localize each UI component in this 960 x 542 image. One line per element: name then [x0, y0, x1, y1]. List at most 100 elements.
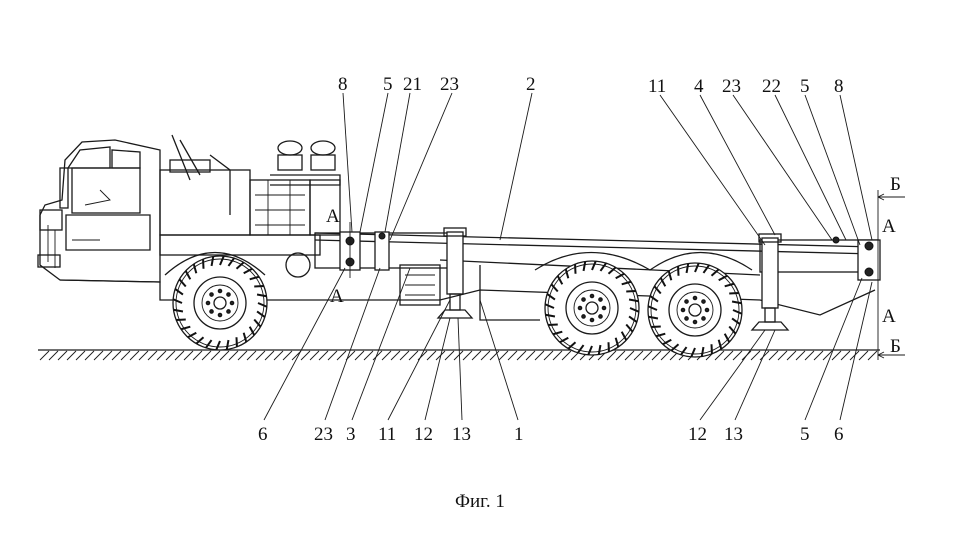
- hatch-stroke: [759, 350, 770, 361]
- hatch-stroke: [138, 350, 149, 361]
- part-labels: 8 5 21 23 2 11 4 23 22 5 8 6 23 3 11 12 …: [258, 74, 901, 445]
- outrigger-right: [750, 233, 790, 331]
- hatch-stroke: [300, 350, 311, 361]
- label-5-left: 5: [383, 74, 393, 95]
- hatch-stroke: [183, 350, 194, 361]
- hatch-stroke: [264, 350, 275, 361]
- section-A-right-top: А: [882, 216, 896, 237]
- hatch-stroke: [624, 350, 635, 361]
- section-A-left-top: А: [326, 206, 340, 227]
- label-8-left: 8: [338, 74, 348, 95]
- label-1: 1: [514, 424, 524, 445]
- outrigger-left: [436, 227, 474, 319]
- fenders: [164, 251, 753, 276]
- hatch-stroke: [354, 350, 365, 361]
- hatch-stroke: [867, 350, 878, 361]
- wheel-icon: [647, 262, 743, 358]
- hatch-stroke: [543, 350, 554, 361]
- hatch-stroke: [525, 350, 536, 361]
- hatch-stroke: [777, 350, 788, 361]
- hatch-stroke: [309, 350, 320, 361]
- equipment-module: [159, 134, 341, 278]
- hatch-stroke: [399, 350, 410, 361]
- section-marks: [349, 190, 905, 360]
- hatch-stroke: [372, 350, 383, 361]
- hatch-stroke: [318, 350, 329, 361]
- hatch-stroke: [84, 350, 95, 361]
- hatch-stroke: [408, 350, 419, 361]
- hatch-stroke: [129, 350, 140, 361]
- label-5-right: 5: [800, 76, 810, 97]
- label-2: 2: [526, 74, 536, 95]
- label-6-left: 6: [258, 424, 268, 445]
- label-12-left: 12: [414, 424, 433, 445]
- hatch-stroke: [147, 350, 158, 361]
- hatch-stroke: [786, 350, 797, 361]
- label-23-top-right: 23: [722, 76, 741, 97]
- section-A-right-bottom: А: [882, 306, 896, 327]
- section-B-bottom: Б: [890, 336, 901, 357]
- section-B-top: Б: [890, 174, 901, 195]
- hatch-stroke: [444, 350, 455, 361]
- hatch-stroke: [390, 350, 401, 361]
- hatch-stroke: [282, 350, 293, 361]
- hatch-stroke: [552, 350, 563, 361]
- hatch-stroke: [255, 350, 266, 361]
- hatch-stroke: [831, 350, 842, 361]
- figure-caption: Фиг. 1: [455, 491, 505, 512]
- hatch-stroke: [858, 350, 869, 361]
- hatch-stroke: [723, 350, 734, 361]
- label-21: 21: [403, 74, 422, 95]
- hatch-stroke: [471, 350, 482, 361]
- hatch-stroke: [714, 350, 725, 361]
- hatch-stroke: [516, 350, 527, 361]
- label-5-bottom: 5: [800, 424, 810, 445]
- hatch-stroke: [174, 350, 185, 361]
- hatch-stroke: [336, 350, 347, 361]
- hatch-stroke: [462, 350, 473, 361]
- hatch-stroke: [93, 350, 104, 361]
- hatch-stroke: [642, 350, 653, 361]
- hatch-stroke: [156, 350, 167, 361]
- label-3: 3: [346, 424, 356, 445]
- hatch-stroke: [210, 350, 221, 361]
- label-11-bottom: 11: [378, 424, 396, 445]
- hatch-stroke: [534, 350, 545, 361]
- hatch-stroke: [453, 350, 464, 361]
- hatch-stroke: [615, 350, 626, 361]
- hatch-stroke: [651, 350, 662, 361]
- label-22: 22: [762, 76, 781, 97]
- section-A-left-bottom: А: [330, 286, 344, 307]
- truck-cab: [37, 139, 161, 283]
- label-11-top: 11: [648, 76, 666, 97]
- hatch-stroke: [246, 350, 257, 361]
- hatch-stroke: [606, 350, 617, 361]
- hatch-stroke: [120, 350, 131, 361]
- hatch-stroke: [381, 350, 392, 361]
- hatch-stroke: [237, 350, 248, 361]
- hatch-stroke: [327, 350, 338, 361]
- hatch-stroke: [192, 350, 203, 361]
- hatch-stroke: [102, 350, 113, 361]
- hatch-stroke: [201, 350, 212, 361]
- hatch-stroke: [75, 350, 86, 361]
- hatch-stroke: [480, 350, 491, 361]
- hatch-stroke: [426, 350, 437, 361]
- wheel-icon: [544, 260, 640, 356]
- hatch-stroke: [822, 350, 833, 361]
- label-12-right: 12: [688, 424, 707, 445]
- hatch-stroke: [507, 350, 518, 361]
- wheels: [172, 255, 743, 358]
- hatch-stroke: [228, 350, 239, 361]
- hatch-stroke: [48, 350, 59, 361]
- hatch-stroke: [813, 350, 824, 361]
- label-8-right: 8: [834, 76, 844, 97]
- hatch-stroke: [39, 350, 50, 361]
- hatch-stroke: [57, 350, 68, 361]
- label-4: 4: [694, 76, 704, 97]
- hatch-stroke: [165, 350, 176, 361]
- hatch-stroke: [840, 350, 851, 361]
- hatch-stroke: [750, 350, 761, 361]
- hatch-stroke: [363, 350, 374, 361]
